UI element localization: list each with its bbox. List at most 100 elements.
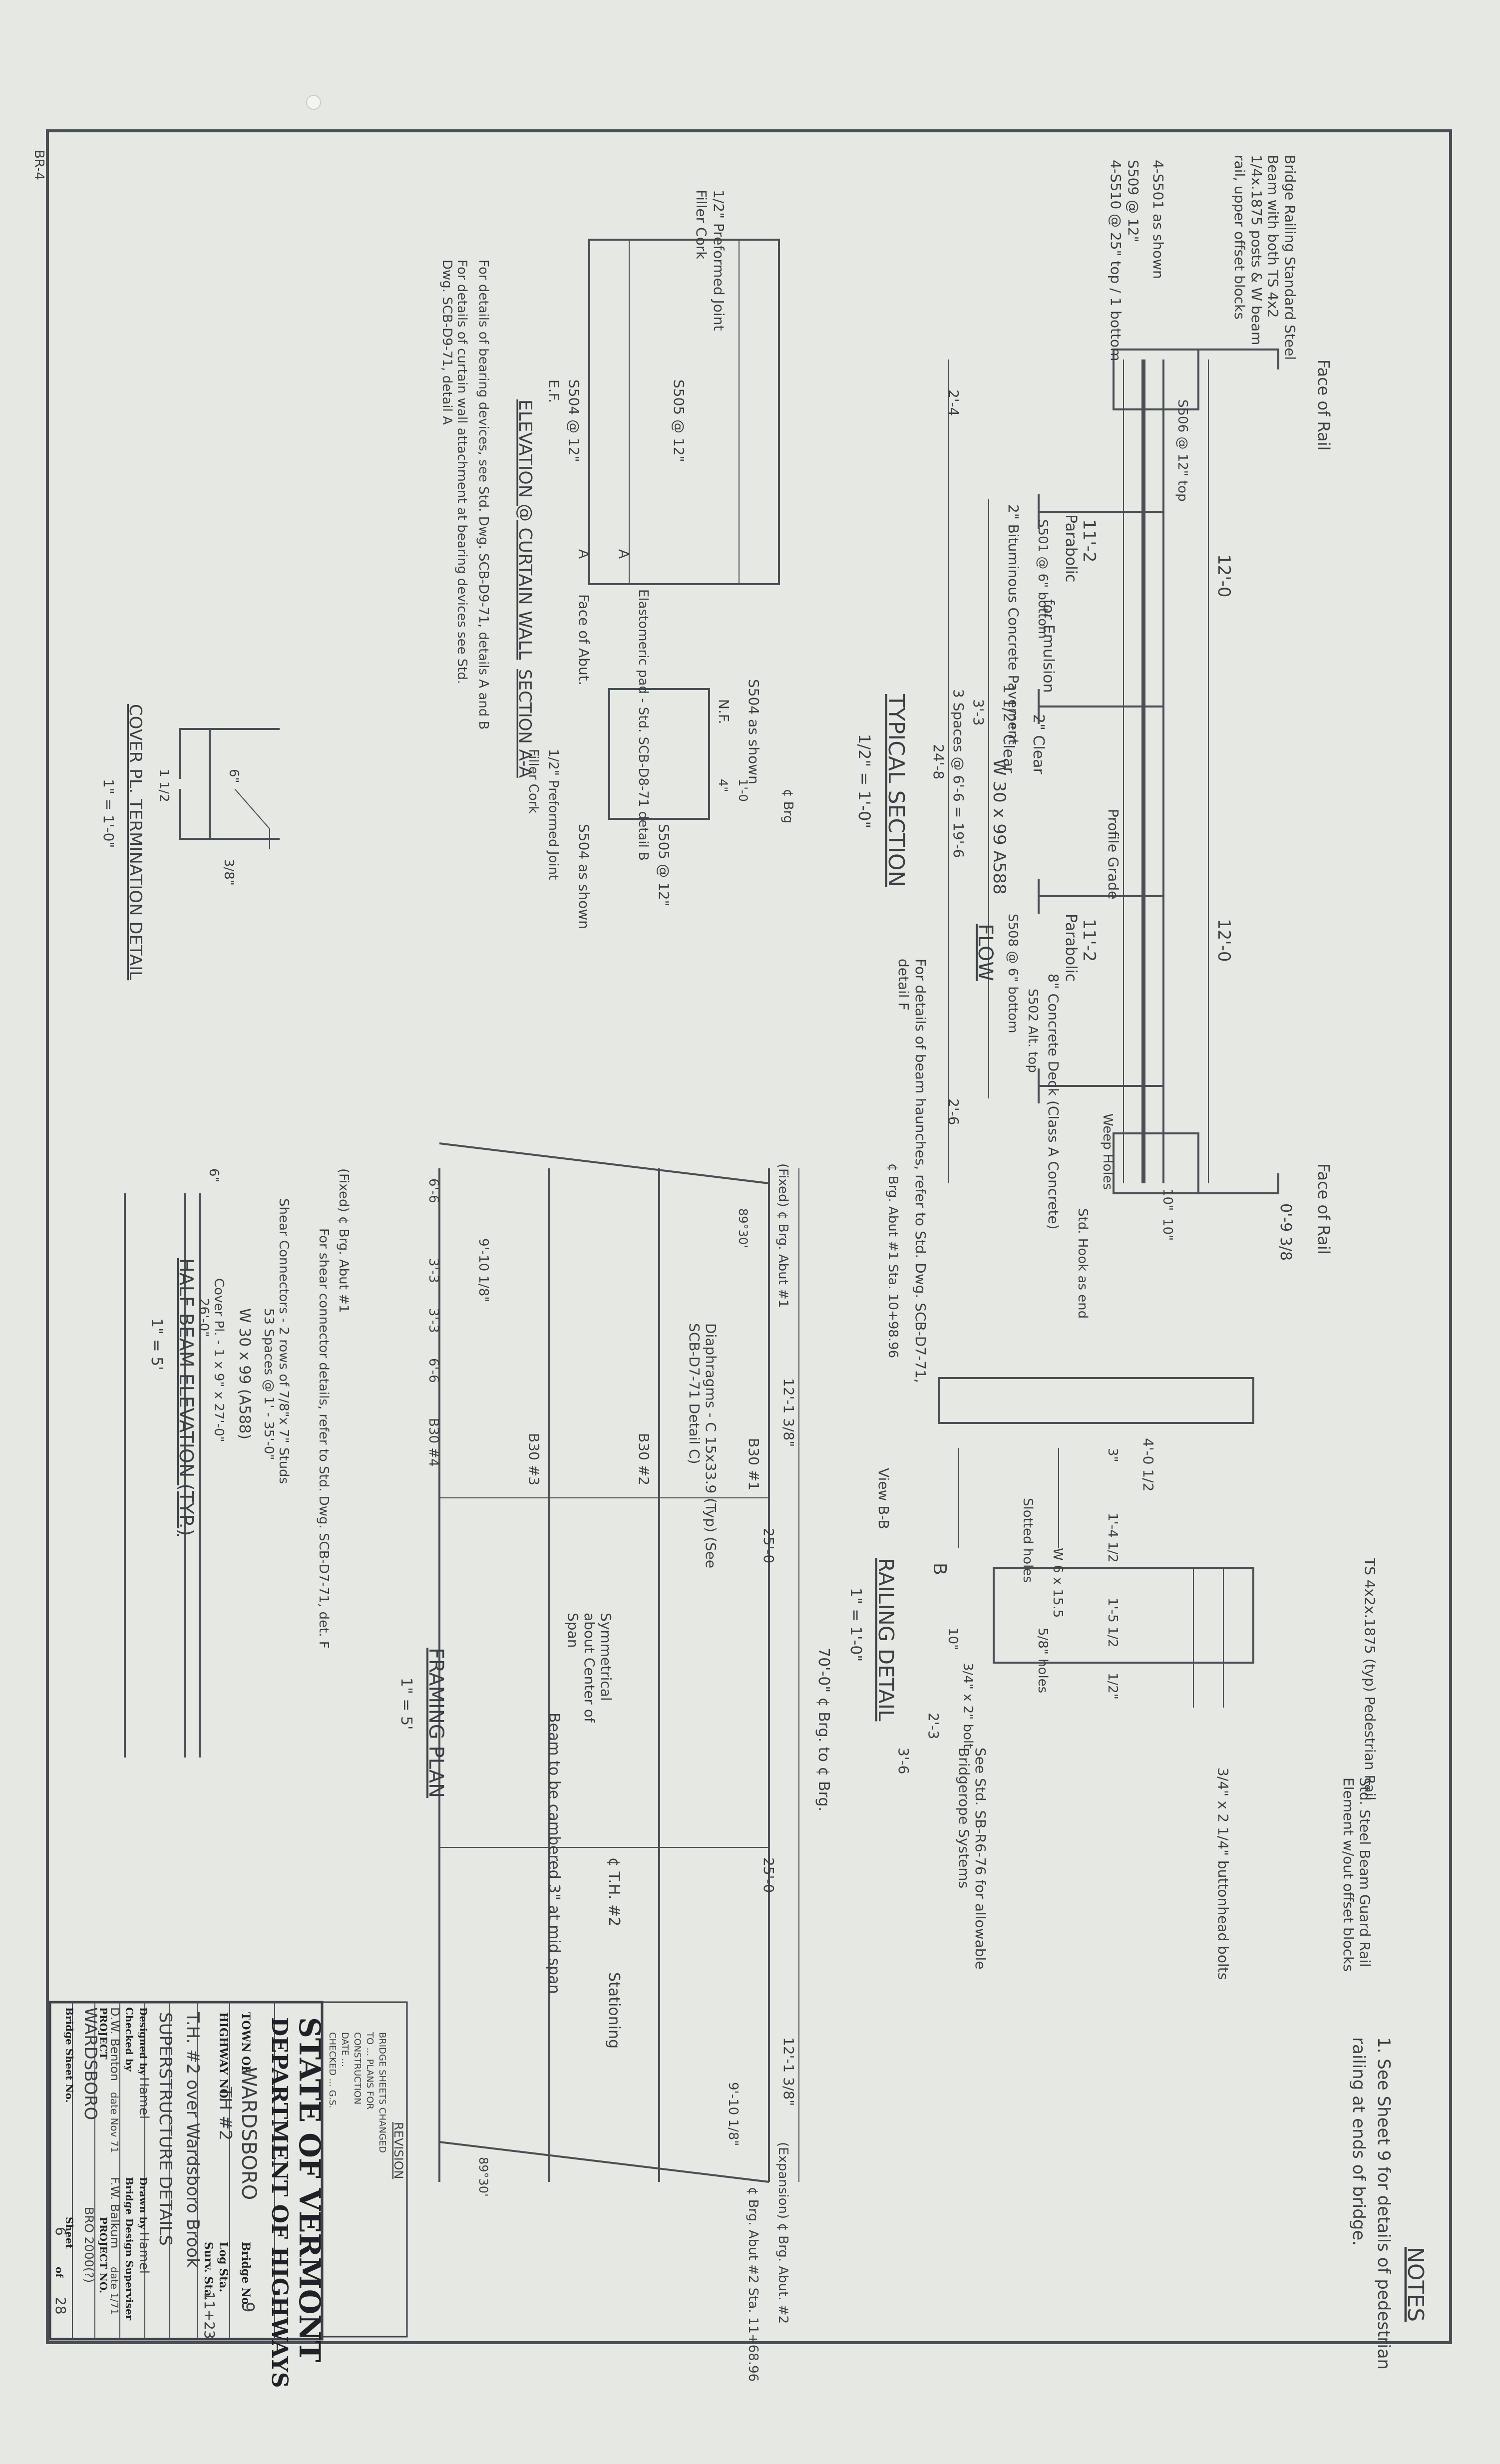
project-label: PROJECT bbox=[97, 2007, 109, 2060]
camber-label: Beam to be cambered 3" at mid span bbox=[545, 1713, 563, 1994]
revision-line: CONSTRUCTION bbox=[352, 2032, 363, 2105]
dimension-label: 2'-4 bbox=[945, 389, 962, 416]
face-of-rail-label: Face of Rail bbox=[1314, 1163, 1333, 1254]
w6-label: W 6 x 15.5 bbox=[1050, 1548, 1065, 1618]
dimension-label: 11'-2 bbox=[1079, 919, 1099, 962]
bar-label: S506 @ 12" top bbox=[1175, 399, 1190, 502]
span-label: 25'-0 bbox=[760, 1857, 777, 1893]
town-label: TOWN OF bbox=[239, 2012, 252, 2074]
border-frame bbox=[46, 129, 1452, 2344]
dimension-label: 6'-6 bbox=[426, 1358, 441, 1383]
shear-connectors-label: Shear Connectors - 2 rows of 7/8"x 7" St… bbox=[276, 1198, 291, 1484]
section-a-a: Elastomeric pad - Std. SCB-D8-71 detail … bbox=[515, 589, 795, 929]
curtain-wall-outline bbox=[588, 239, 780, 585]
dimension-label: 1'-0 bbox=[736, 779, 750, 802]
checked-label: Checked by bbox=[123, 2007, 135, 2072]
face-of-rail-label: Face of Rail bbox=[1314, 359, 1333, 450]
joint-label: 1/2" Preformed Joint bbox=[711, 190, 727, 331]
highway-value: TH #2 bbox=[215, 2087, 235, 2140]
sheet-no: 6 bbox=[52, 2227, 69, 2236]
dimension-label: 6'-6 bbox=[426, 1178, 441, 1203]
bar-label: S504 as shown bbox=[746, 679, 762, 784]
curtain-note: For details of curtain wall attachment a… bbox=[439, 260, 469, 685]
dimension-label: 6" bbox=[226, 769, 241, 783]
filler-label: Filler Cork bbox=[693, 190, 710, 260]
bar-label: S501 @ 6" bottom bbox=[1035, 519, 1050, 639]
surv-sta-label: Surv. Sta. bbox=[202, 2242, 215, 2300]
railing-left-label: Bridge Railing Standard Steel Beam with … bbox=[1231, 155, 1298, 360]
rail-right bbox=[1114, 1173, 1279, 1194]
rail-left bbox=[1114, 349, 1279, 369]
notes-item-2: railing at ends of bridge. bbox=[1349, 2037, 1369, 2246]
ef-label: E.F. bbox=[546, 379, 562, 403]
sheet-title: SUPERSTRUCTURE DETAILS bbox=[155, 2012, 175, 2246]
bridge-no-label: Bridge No. bbox=[239, 2242, 252, 2308]
bolt-label: 3/4" x 2" bolt bbox=[960, 1663, 975, 1749]
view-label: View B-B bbox=[875, 1468, 892, 1529]
dimension-label: 1 1/2 bbox=[156, 769, 171, 802]
dimension-label: 10" bbox=[945, 1628, 960, 1650]
bar-label: S505 @ 12" bbox=[671, 379, 687, 462]
section-mark: A bbox=[616, 549, 632, 559]
diaphragm-line bbox=[439, 1497, 769, 1848]
beam-mark: B30 #2 bbox=[636, 1433, 652, 1485]
dimension-label: 3'-3 bbox=[426, 1308, 441, 1333]
bridge-sheet-label: Bridge Sheet No. bbox=[63, 2007, 75, 2103]
fixed-label: (Fixed) ¢ Brg. Abut #1 bbox=[336, 1168, 351, 1313]
railing-detail-title: RAILING DETAIL bbox=[874, 1558, 898, 1722]
checked-date: date Nov 71 bbox=[108, 2092, 120, 2153]
slotted-label: Slotted holes bbox=[1020, 1498, 1035, 1583]
framing-plan-scale: 1" = 5' bbox=[397, 1678, 415, 1730]
dimension-line bbox=[958, 1448, 1059, 1548]
profile-grade-label: Profile Grade bbox=[1105, 809, 1122, 899]
elastomeric-label: Elastomeric pad - Std. SCB-D8-71 detail … bbox=[636, 589, 651, 861]
dimension-label: 3'-3 bbox=[970, 699, 987, 725]
bar-label: S505 @ 12" bbox=[656, 824, 672, 907]
beam-elevation-line bbox=[124, 1193, 201, 1758]
sheet-label: Sheet bbox=[63, 2217, 75, 2249]
th2-label: ¢ T.H. #2 bbox=[605, 1857, 623, 1926]
cover-label: Cover Pl. - 1 x 9" x 27'-0" bbox=[211, 1278, 226, 1442]
dimension-label: 1'-4 1/2 bbox=[1105, 1513, 1120, 1563]
spaces-label: 3 Spaces @ 6'-6 = 19'-6 bbox=[950, 689, 967, 858]
width-left-label: 12'-0 bbox=[1214, 554, 1234, 598]
joint-label: 1/2" Preformed Joint bbox=[546, 749, 561, 880]
sheet-mark: BR-4 bbox=[31, 150, 46, 180]
abutment-station-label: ¢ Brg. Abut #1 Sta. 10+98.96 bbox=[885, 1163, 900, 1358]
spaces-label: 53 Spaces @ 1' - 35'-0" bbox=[261, 1308, 276, 1460]
b-mark: B bbox=[929, 1563, 950, 1575]
section-mark: A bbox=[576, 549, 592, 559]
pedestrian-rail bbox=[938, 1377, 1254, 1424]
typical-section-scale: 1/2" = 1'-0" bbox=[855, 734, 874, 828]
dimension-label: 1/2" bbox=[1105, 1673, 1120, 1700]
notes-heading: NOTES bbox=[1403, 2247, 1428, 2322]
holes-label: 5/8" holes bbox=[1035, 1628, 1050, 1693]
punch-hole bbox=[306, 95, 321, 110]
beam-girder bbox=[1038, 494, 1164, 529]
crossing-label: T.H. #2 over Wardsboro Brook bbox=[183, 2012, 203, 2268]
abutment-line bbox=[439, 2141, 769, 2183]
bridge-no-value: 9 bbox=[238, 2302, 258, 2313]
dimension-label: 26'-0" bbox=[196, 1298, 211, 1337]
dimension-label: 24'-8 bbox=[930, 744, 947, 779]
cover-plate-title: COVER PL. TERMINATION DETAIL bbox=[125, 704, 145, 980]
title-block: STATE OF VERMONT DEPARTMENT OF HIGHWAYS … bbox=[48, 2001, 327, 2388]
notes-item-1: 1. See Sheet 9 for details of pedestrian bbox=[1374, 2037, 1394, 2370]
cover-plate-outline bbox=[179, 728, 280, 840]
end-dimension-label: 12'-1 3/8" bbox=[780, 1378, 797, 1447]
dimension-label: 3'-6 bbox=[895, 1748, 912, 1774]
stationing-label: Stationing bbox=[605, 1972, 623, 2049]
state-title: STATE OF VERMONT bbox=[293, 2017, 327, 2362]
designed-label: Designed by bbox=[137, 2007, 149, 2076]
half-beam-title: HALF BEAM ELEVATION (TYP.) bbox=[175, 1258, 197, 1536]
shear-note: For shear connector details, refer to St… bbox=[316, 1228, 331, 1649]
filler-label: Filler Cork bbox=[526, 749, 541, 814]
clear-label: 1 1/2" Clear bbox=[1000, 684, 1017, 773]
expansion-label: (Expansion) ¢ Brg. Abut. #2 bbox=[775, 2142, 790, 2324]
dimension-label: 0'-9 3/8 bbox=[1277, 1203, 1294, 1261]
section-aa-title: SECTION A-A bbox=[515, 669, 535, 778]
beam-mark: B30 #4 bbox=[426, 1418, 441, 1467]
weep-label: Weep Holes bbox=[1100, 1113, 1115, 1190]
